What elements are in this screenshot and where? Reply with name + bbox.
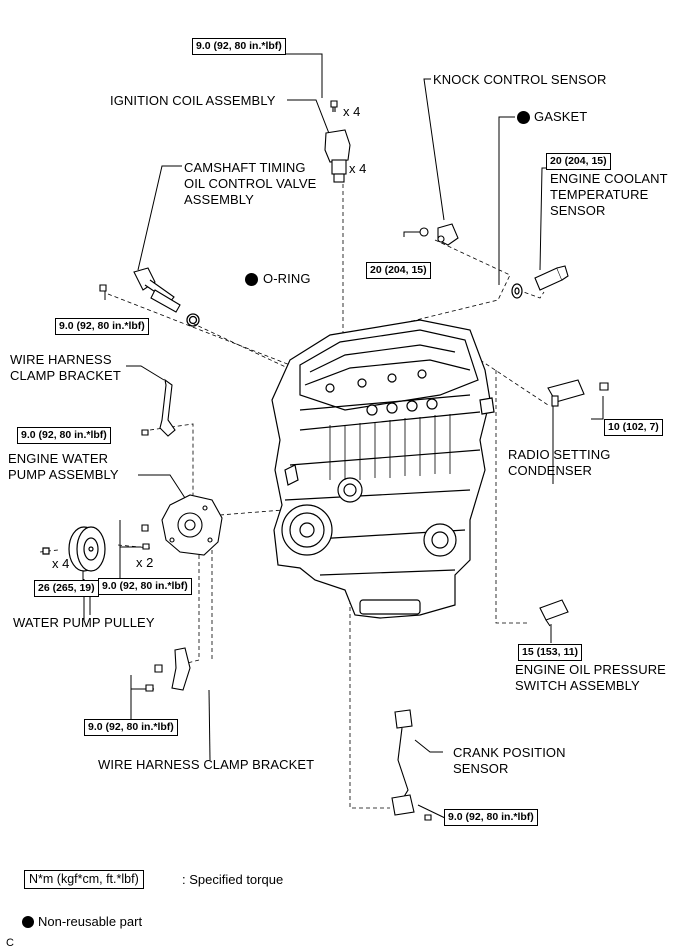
coil-qty: x 4 [349, 161, 367, 176]
torque-clamp-upper: 9.0 (92, 80 in.*lbf) [17, 427, 111, 444]
coil-bolt-qty: x 4 [343, 104, 361, 119]
legend-torque-text: : Specified torque [182, 872, 284, 887]
clamp-bracket-lower-label: WIRE HARNESS CLAMP BRACKET [98, 757, 315, 772]
water-pump [141, 494, 223, 556]
coolant-sensor-label: ENGINE COOLANT TEMPERATURE SENSOR [550, 171, 668, 218]
non-reusable-gasket-icon [517, 111, 530, 124]
oil-pressure-switch [539, 599, 569, 627]
torque-crank-sensor: 9.0 (92, 80 in.*lbf) [444, 809, 538, 826]
water-pump-pulley-label: WATER PUMP PULLEY [13, 615, 155, 630]
clamp-bracket-upper [141, 378, 176, 437]
clamp-bracket-lower [145, 647, 191, 692]
pump-bolt-qty: x 2 [136, 555, 154, 570]
gasket [511, 283, 523, 299]
clamp-bracket-upper-label: WIRE HARNESS CLAMP BRACKET [10, 352, 121, 383]
ignition-coil-label: IGNITION COIL ASSEMBLY [110, 93, 276, 108]
torque-knock-sensor: 20 (204, 15) [366, 262, 431, 279]
knock-sensor [419, 223, 459, 246]
legend-torque-box: N*m (kgf*cm, ft.*lbf) [24, 870, 144, 889]
torque-water-pump: 9.0 (92, 80 in.*lbf) [98, 578, 192, 595]
gasket-label: GASKET [534, 109, 588, 124]
o-ring [186, 313, 200, 327]
torque-condenser: 10 (102, 7) [604, 419, 663, 436]
torque-clamp-lower: 9.0 (92, 80 in.*lbf) [84, 719, 178, 736]
crank-sensor-label: CRANK POSITION SENSOR [453, 745, 566, 776]
radio-condenser [547, 379, 609, 407]
engine-block [271, 319, 495, 619]
camshaft-valve [99, 267, 181, 313]
water-pump-label: ENGINE WATER PUMP ASSEMBLY [8, 451, 119, 482]
torque-camshaft-valve: 9.0 (92, 80 in.*lbf) [55, 318, 149, 335]
radio-condenser-label: RADIO SETTING CONDENSER [508, 447, 611, 478]
corner-letter: C [6, 937, 14, 949]
torque-pulley: 26 (265, 19) [34, 580, 99, 597]
o-ring-label: O-RING [263, 271, 311, 286]
torque-oil-pressure-switch: 15 (153, 11) [518, 644, 583, 661]
pulley-bolt-qty: x 4 [52, 556, 70, 571]
non-reusable-o-ring-icon [245, 273, 258, 286]
torque-coolant-sensor: 20 (204, 15) [546, 153, 611, 170]
knock-sensor-label: KNOCK CONTROL SENSOR [433, 72, 607, 87]
torque-ignition-coil: 9.0 (92, 80 in.*lbf) [192, 38, 286, 55]
ignition-coil [324, 100, 351, 183]
legend-non-reusable-icon [22, 916, 34, 928]
oil-pressure-switch-label: ENGINE OIL PRESSURE SWITCH ASSEMBLY [515, 662, 666, 693]
legend-non-reusable-text: Non-reusable part [38, 914, 143, 929]
camshaft-valve-label: CAMSHAFT TIMING OIL CONTROL VALVE ASSEMB… [184, 160, 317, 207]
water-pump-pulley [42, 526, 106, 572]
coolant-sensor [534, 265, 569, 291]
crank-sensor [391, 709, 432, 821]
